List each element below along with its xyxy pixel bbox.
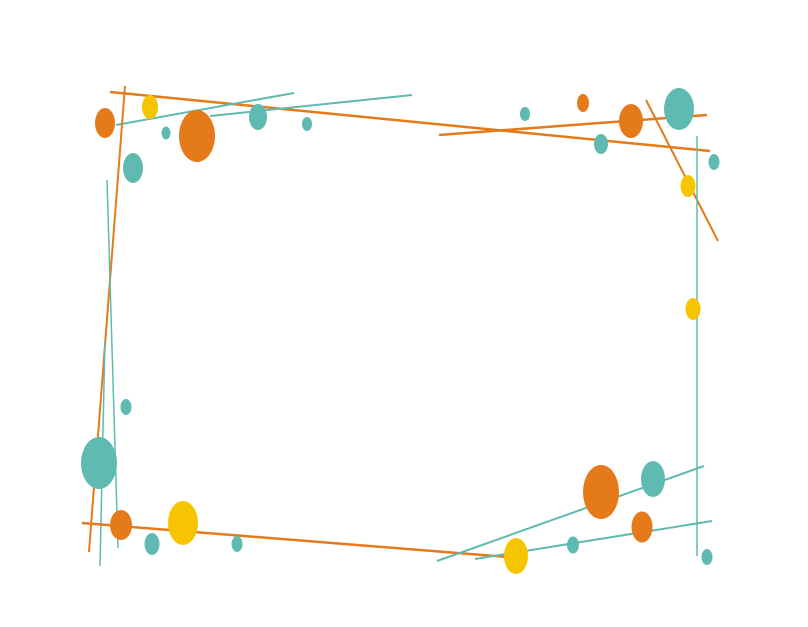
teal-line — [115, 92, 295, 126]
top-right-cluster — [438, 88, 720, 556]
orange-dot — [577, 94, 589, 112]
yellow-dot — [680, 175, 696, 197]
orange-dot — [583, 465, 619, 519]
teal-dot — [249, 104, 267, 130]
orange-line — [438, 113, 708, 137]
teal-dot — [708, 154, 720, 170]
orange-dot — [110, 510, 132, 540]
teal-dot — [567, 536, 579, 554]
yellow-dot — [504, 538, 528, 574]
teal-dot — [123, 153, 143, 183]
orange-line — [645, 99, 719, 242]
yellow-dot — [142, 95, 158, 119]
teal-dot — [302, 117, 312, 131]
bottom-left-cluster — [81, 399, 521, 560]
yellow-dot — [685, 298, 701, 320]
yellow-dot — [168, 501, 198, 545]
teal-line — [209, 94, 413, 117]
teal-dot — [120, 399, 132, 415]
teal-dot — [701, 549, 713, 565]
bottom-right-cluster — [436, 461, 713, 574]
teal-dot — [144, 533, 160, 555]
orange-dot — [619, 104, 643, 138]
top-left-cluster — [88, 85, 711, 567]
orange-dot — [95, 108, 115, 138]
teal-dot — [161, 126, 171, 140]
teal-dot — [231, 536, 243, 552]
teal-line — [106, 179, 119, 549]
teal-dot — [641, 461, 665, 497]
teal-dot — [594, 134, 608, 154]
orange-dot — [631, 511, 653, 543]
teal-dot — [81, 437, 117, 489]
orange-dot — [179, 110, 215, 162]
teal-dot — [664, 88, 694, 130]
orange-line — [109, 90, 711, 153]
orange-line — [81, 521, 521, 560]
teal-dot — [520, 107, 530, 121]
